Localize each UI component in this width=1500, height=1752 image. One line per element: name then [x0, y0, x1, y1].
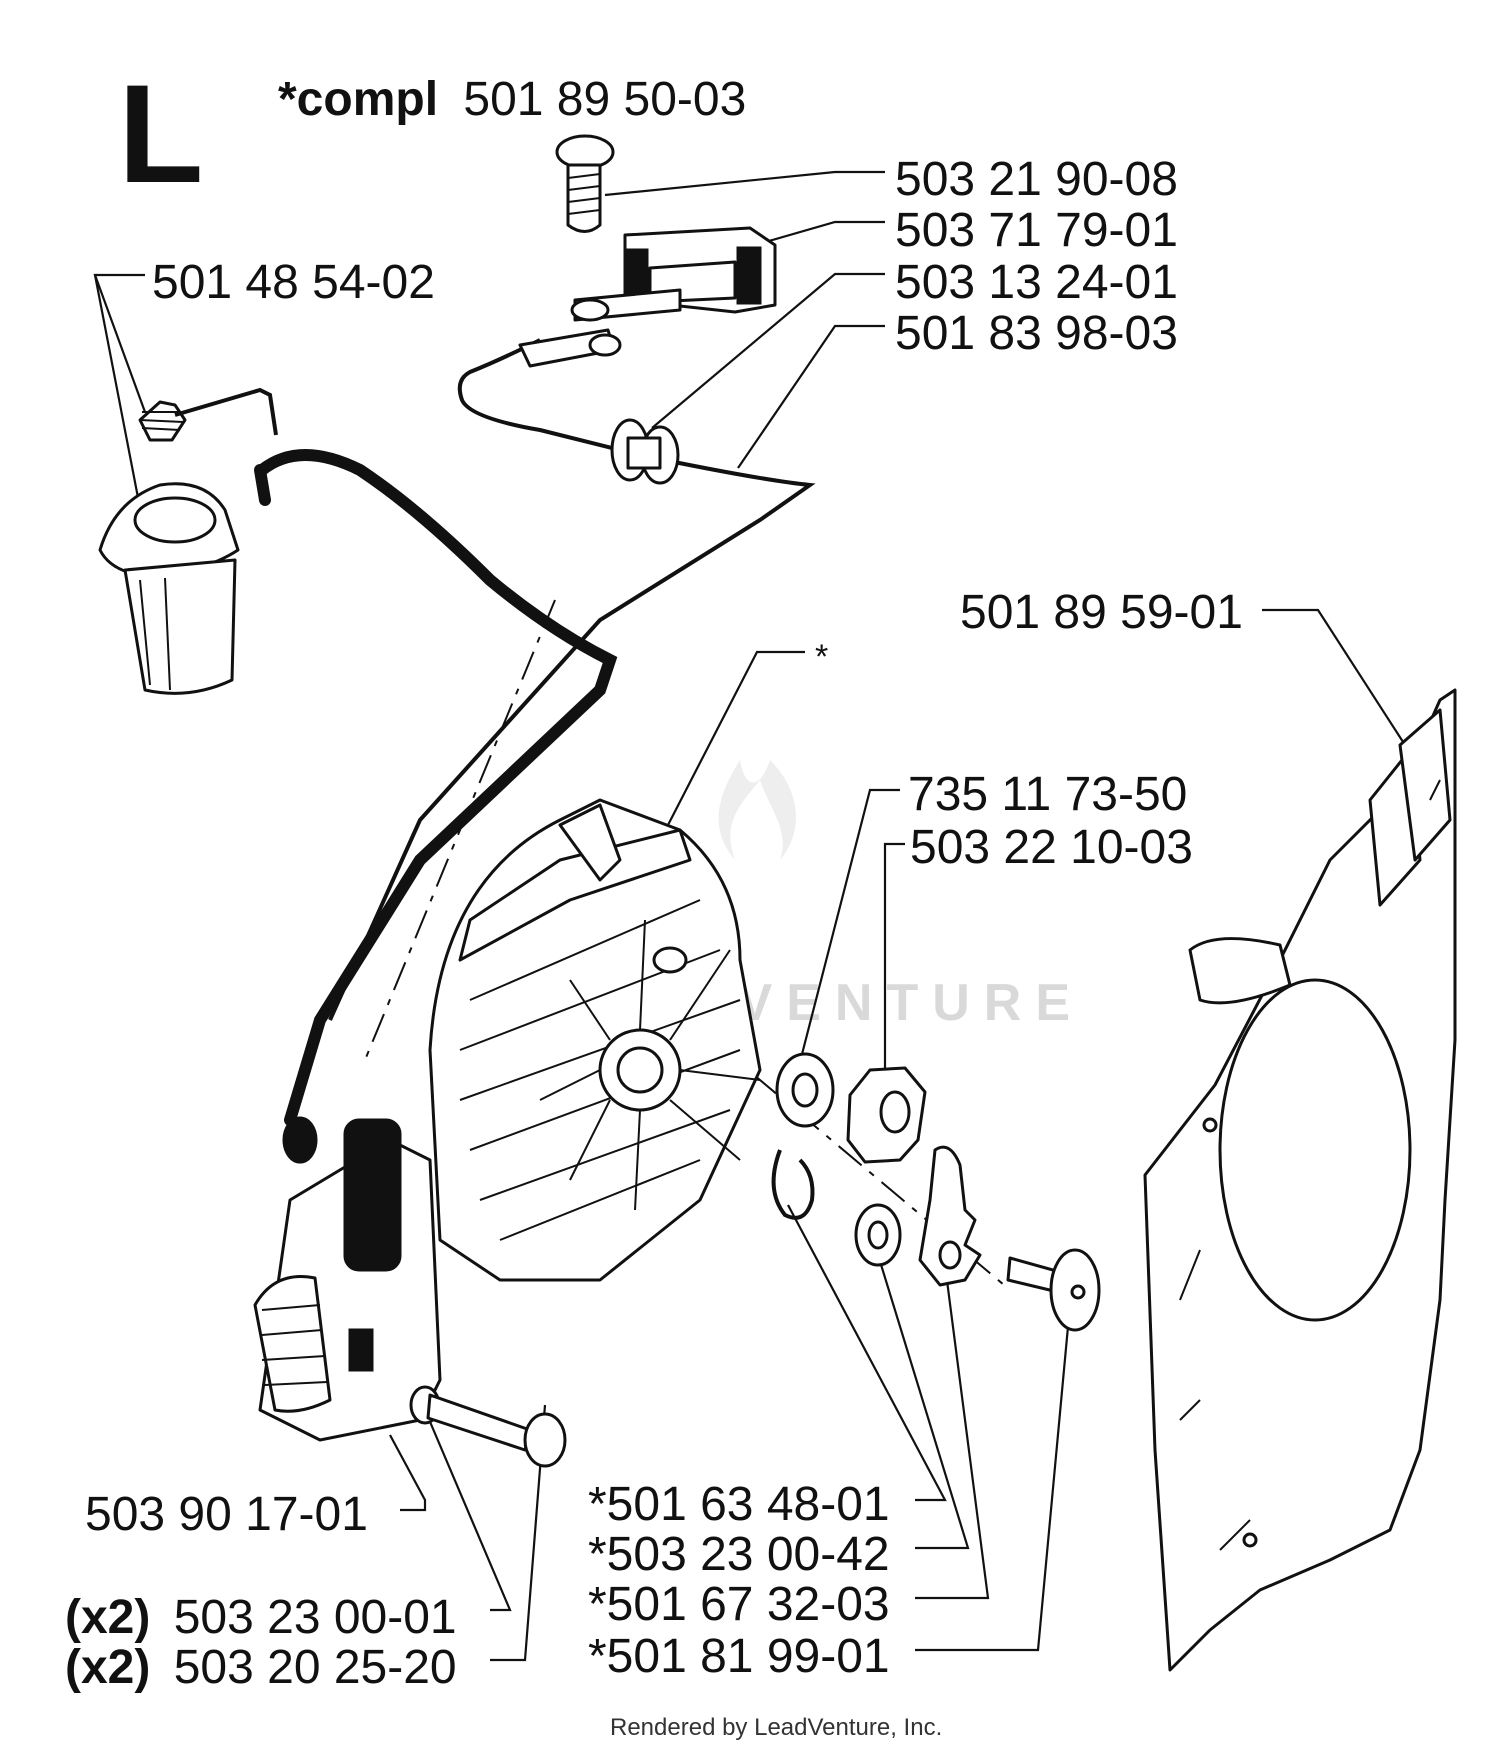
label-module-washer-qty: (x2) [65, 1641, 150, 1694]
assembly-prefix: *compl [278, 73, 438, 126]
pawl-washer-icon [854, 1203, 902, 1267]
label-module-washer: (x2) 503 20 25-20 [65, 1641, 457, 1694]
label-spring: *501 63 48-01 [588, 1478, 890, 1531]
label-spark-plug-cap: 501 48 54-02 [152, 256, 435, 309]
switch-icon [570, 226, 777, 322]
module-screw-icon [409, 1385, 567, 1468]
screw-icon [555, 134, 615, 233]
ignition-module-icon [253, 1118, 442, 1442]
pawl-icon [918, 1145, 982, 1287]
label-ignition-module: 503 90 17-01 [85, 1488, 368, 1541]
label-pawl-screw: *501 81 99-01 [588, 1630, 890, 1683]
label-nut: 503 22 10-03 [910, 821, 1193, 874]
label-pawl: *501 67 32-03 [588, 1578, 890, 1631]
nut-icon [846, 1066, 927, 1164]
label-module-screw-number: 503 23 00-01 [174, 1591, 457, 1644]
label-switch: 503 71 79-01 [895, 204, 1178, 257]
spring-icon [771, 1149, 815, 1220]
label-module-screw-qty: (x2) [65, 1591, 150, 1644]
label-stop-wire: 501 83 98-03 [895, 307, 1178, 360]
starter-housing-icon [1143, 688, 1457, 1672]
footer-credit: Rendered by LeadVenture, Inc. [610, 1714, 942, 1741]
stop-wire-icon [328, 328, 816, 1021]
label-module-washer-number: 503 20 25-20 [174, 1641, 457, 1694]
label-screw-top: 503 21 90-08 [895, 153, 1178, 206]
flywheel-icon [428, 798, 762, 1282]
leader-lines [93, 170, 1406, 1662]
label-flywheel: * [815, 638, 828, 676]
ht-cable-icon [254, 449, 618, 1164]
label-grommet: 503 13 24-01 [895, 256, 1178, 309]
pawl-screw-icon [1006, 1248, 1101, 1332]
label-starter-housing: 501 89 59-01 [960, 586, 1243, 639]
grommet-icon [610, 418, 680, 485]
assembly-part-number: 501 89 50-03 [463, 73, 746, 126]
assembly-label: *compl 501 89 50-03 [278, 73, 746, 126]
spark-plug-cap-icon [98, 387, 278, 695]
label-module-screw: (x2) 503 23 00-01 [65, 1591, 457, 1644]
washer-icon [775, 1052, 835, 1128]
watermark-logo-icon [718, 760, 797, 860]
section-letter: L [118, 55, 204, 212]
label-pawl-washer: *503 23 00-42 [588, 1528, 890, 1581]
label-washer: 735 11 73-50 [908, 768, 1187, 821]
